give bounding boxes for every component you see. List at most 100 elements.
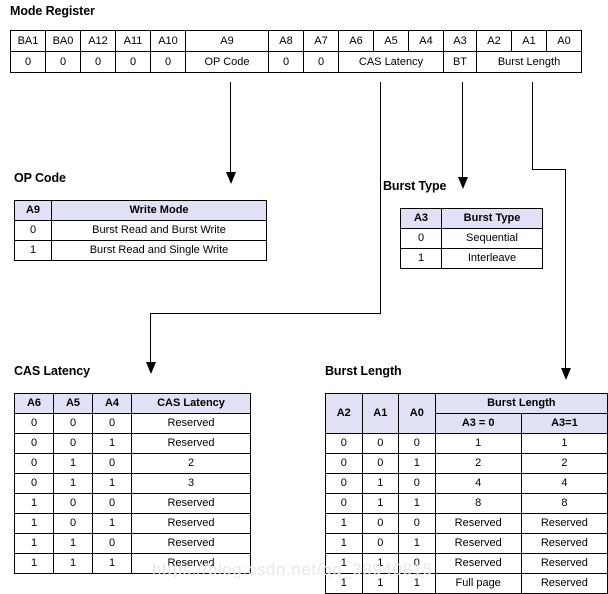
burst-length-cell: Reserved	[434, 513, 522, 534]
cas-latency-cell: 1	[53, 453, 93, 474]
burst-length-cell: 0	[361, 453, 400, 474]
cas-latency-cell: 1	[14, 513, 54, 534]
burst-length-cell: 1	[325, 513, 363, 534]
opcode-title: OP Code	[14, 171, 66, 185]
burst-length-cell: 0	[361, 513, 400, 534]
mode-register-bit-cell: A4	[408, 30, 444, 52]
mode-register-value-cell: 0	[45, 51, 81, 73]
mode-register-bit-cell: A9	[185, 30, 269, 52]
mode-register-bit-cell: BA1	[10, 30, 46, 52]
burst-length-cell: 1	[361, 473, 400, 494]
burst-length-cell: Reserved	[520, 573, 608, 594]
connector-cas-line-down2	[150, 313, 152, 366]
opcode-cell: Burst Read and Single Write	[51, 240, 267, 261]
cas-latency-cell: 0	[14, 413, 54, 434]
burst-type-header-cell: Burst Type	[441, 208, 543, 229]
burst-length-cell: 0	[325, 473, 363, 494]
cas-latency-header-cell: A5	[53, 393, 93, 414]
cas-latency-cell: 1	[53, 473, 93, 494]
cas-latency-cell: 1	[14, 533, 54, 554]
burst-length-cell: 0	[325, 433, 363, 454]
cas-latency-cell: Reserved	[131, 493, 251, 514]
mode-register-bit-cell: A5	[373, 30, 409, 52]
burst-length-cell: 1	[361, 493, 400, 514]
burst-type-header-cell: A3	[400, 208, 442, 229]
cas-latency-cell: 1	[53, 533, 93, 554]
burst-length-cell: 2	[434, 453, 522, 474]
cas-latency-cell: Reserved	[131, 433, 251, 454]
burst-length-bit-header: A0	[398, 393, 436, 434]
cas-latency-cell: Reserved	[131, 413, 251, 434]
burst-length-cell: 1	[325, 533, 363, 554]
opcode-cell: 0	[14, 220, 52, 241]
burst-type-cell: 1	[400, 248, 442, 269]
cas-latency-cell: 0	[92, 493, 132, 514]
mode-register-value-cell: 0	[80, 51, 116, 73]
burst-length-cell: 1	[325, 553, 363, 574]
connector-burstlength-line-across	[532, 169, 566, 171]
connector-burstlength-arrow	[561, 368, 571, 380]
mode-register-bit-cell: A6	[338, 30, 374, 52]
connector-cas-line-across	[150, 313, 381, 315]
cas-latency-header-cell: CAS Latency	[131, 393, 251, 414]
burst-length-cell: 0	[398, 433, 436, 454]
burst-length-cell: 2	[520, 453, 608, 474]
cas-latency-title: CAS Latency	[14, 364, 91, 378]
burst-length-cell: 0	[361, 433, 400, 454]
cas-latency-header-cell: A6	[14, 393, 54, 414]
connector-opcode-line	[230, 82, 232, 175]
burst-length-group-header: Burst Length	[434, 393, 608, 414]
burst-type-cell: Sequential	[441, 228, 543, 249]
burst-type-cell: 0	[400, 228, 442, 249]
mode-register-bit-cell: A2	[476, 30, 512, 52]
mode-register-value-cell: 0	[303, 51, 339, 73]
opcode-header-cell: Write Mode	[51, 200, 267, 221]
mode-register-bit-cell: A7	[303, 30, 339, 52]
burst-length-cell: 1	[325, 573, 363, 594]
cas-latency-cell: 1	[92, 473, 132, 494]
cas-latency-cell: 1	[14, 493, 54, 514]
burst-type-cell: Interleave	[441, 248, 543, 269]
opcode-cell: 1	[14, 240, 52, 261]
mode-register-value-cell: 0	[115, 51, 151, 73]
connector-burstlength-line-down2	[565, 169, 567, 372]
cas-latency-cell: 0	[53, 413, 93, 434]
mode-register-value-cell: 0	[150, 51, 186, 73]
burst-length-bit-header: A2	[325, 393, 363, 434]
burst-length-cell: 0	[398, 553, 436, 574]
burst-length-cell: 1	[520, 433, 608, 454]
burst-length-cell: Reserved	[434, 553, 522, 574]
burst-length-cell: 4	[434, 473, 522, 494]
burst-length-cell: Full page	[434, 573, 522, 594]
burst-length-cell: 0	[398, 513, 436, 534]
burst-length-cell: 8	[434, 493, 522, 514]
cas-latency-cell: 0	[92, 413, 132, 434]
connector-cas-line-down1	[380, 82, 382, 314]
burst-length-cell: 0	[398, 473, 436, 494]
mode-register-value-cell: OP Code	[185, 51, 269, 73]
burst-length-title: Burst Length	[325, 364, 402, 378]
cas-latency-cell: Reserved	[131, 553, 251, 574]
cas-latency-cell: 2	[131, 453, 251, 474]
mode-register-value-cell: 0	[10, 51, 46, 73]
cas-latency-cell: 1	[14, 553, 54, 574]
burst-length-cell: 8	[520, 493, 608, 514]
cas-latency-header-cell: A4	[92, 393, 132, 414]
burst-length-cell: 0	[361, 533, 400, 554]
mode-register-title: Mode Register	[10, 4, 95, 18]
